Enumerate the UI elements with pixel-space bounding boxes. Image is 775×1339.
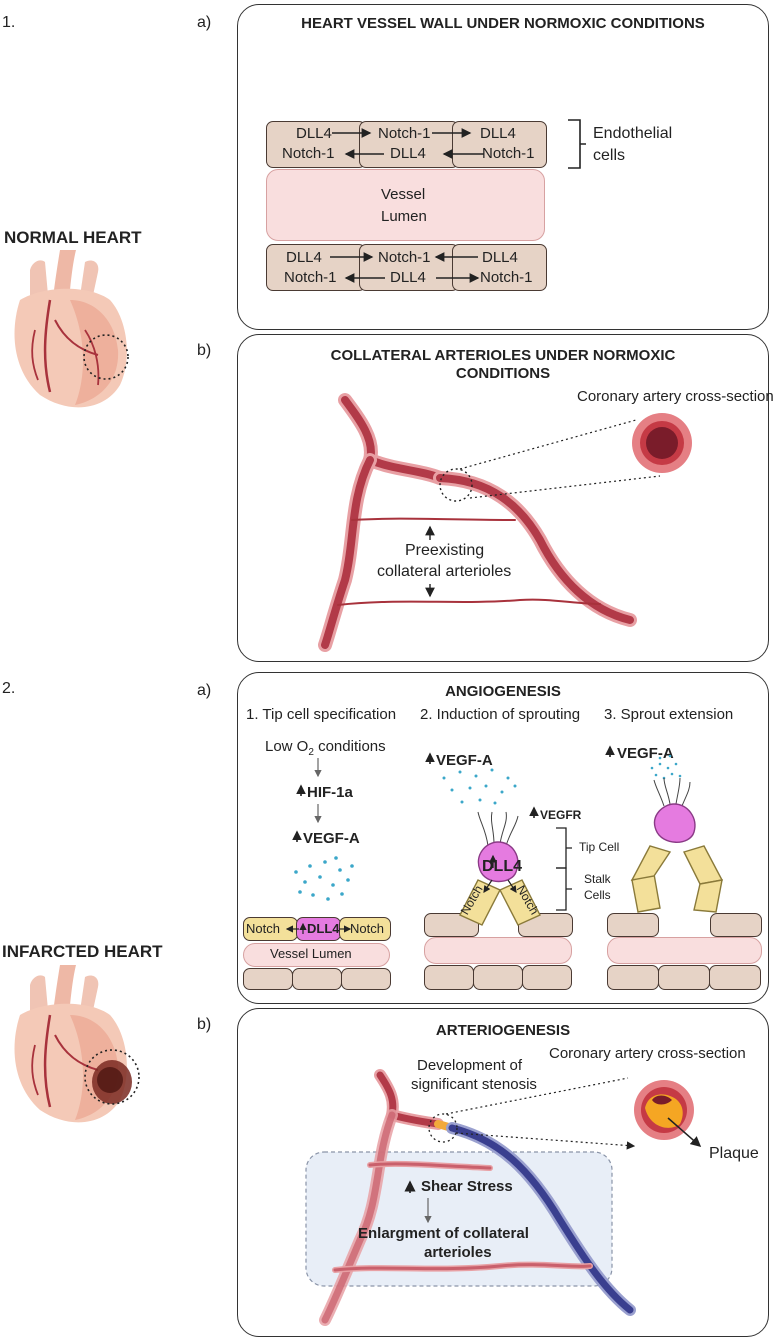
cell-step1-bottom-1 bbox=[243, 968, 293, 990]
cell-label: DLL4 bbox=[482, 249, 518, 266]
panel-vessel-wall-title: HEART VESSEL WALL UNDER NORMOXIC CONDITI… bbox=[301, 15, 705, 32]
cell-label: Notch-1 bbox=[378, 125, 431, 142]
cell-label: Notch-1 bbox=[282, 145, 335, 162]
cell-label: DLL4 bbox=[390, 145, 426, 162]
vegfa-label-step1: VEGF-A bbox=[303, 830, 360, 847]
tip-cell-label: Tip Cell bbox=[579, 840, 620, 854]
cell-step2-top-left bbox=[424, 913, 479, 937]
cell-step3-bottom-3 bbox=[709, 965, 761, 990]
vessel-lumen-label: Vessel bbox=[381, 186, 426, 203]
step-2-label: 2. Induction of sprouting bbox=[420, 706, 581, 723]
stenosis-label: Development of bbox=[417, 1057, 523, 1074]
panel-1a-letter: a) bbox=[197, 14, 212, 31]
vegfr-label: VEGFR bbox=[540, 808, 582, 822]
cross-section-plaque-label: Coronary artery cross-section bbox=[549, 1045, 746, 1062]
low-o2-label: Low O2 conditions bbox=[265, 738, 386, 758]
normal-heart-label: NORMAL HEART bbox=[4, 228, 142, 247]
vessel-lumen-small-label: Vessel Lumen bbox=[270, 946, 352, 961]
notch-label: Notch bbox=[246, 921, 280, 936]
cell-label: Notch-1 bbox=[284, 269, 337, 286]
hif-label: HIF-1a bbox=[307, 784, 353, 801]
cell-step2-bottom-2 bbox=[473, 965, 523, 990]
endothelial-cell-bottom-2 bbox=[359, 244, 459, 291]
panel-1b-letter: b) bbox=[197, 342, 212, 359]
cell-label: DLL4 bbox=[296, 125, 332, 142]
preexisting-label: Preexisting bbox=[405, 542, 485, 559]
low-o2-sub: 2 bbox=[308, 747, 314, 758]
step-1-label: 1. Tip cell specification bbox=[246, 706, 397, 723]
vegfa-label-step3: VEGF-A bbox=[617, 745, 674, 762]
stalk-cells-label: Stalk bbox=[584, 872, 611, 886]
vegfa-label-step2: VEGF-A bbox=[436, 752, 493, 769]
stenosis-label: significant stenosis bbox=[411, 1076, 537, 1093]
cross-section-label: Coronary artery cross-section bbox=[577, 388, 774, 405]
infarcted-heart-label: INFARCTED HEART bbox=[2, 942, 163, 961]
shear-stress-label: Shear Stress bbox=[421, 1178, 513, 1195]
vessel-lumen-step2 bbox=[424, 937, 572, 964]
panel-arteriogenesis-title: ARTERIOGENESIS bbox=[435, 1022, 571, 1039]
section-2-number: 2. bbox=[2, 680, 16, 697]
preexisting-label: collateral arterioles bbox=[377, 563, 512, 580]
panel-angiogenesis-title: ANGIOGENESIS bbox=[445, 683, 561, 700]
cell-step3-top-left bbox=[607, 913, 659, 937]
vessel-lumen-label: Lumen bbox=[381, 208, 427, 225]
cell-label: Notch-1 bbox=[480, 269, 533, 286]
plaque-label: Plaque bbox=[709, 1145, 759, 1162]
panel-collateral-title: COLLATERAL ARTERIOLES UNDER NORMOXIC bbox=[330, 347, 676, 364]
panel-2b-letter: b) bbox=[197, 1016, 212, 1033]
cell-step3-bottom-2 bbox=[658, 965, 710, 990]
low-o2-suffix: conditions bbox=[313, 738, 386, 755]
cell-label: DLL4 bbox=[286, 249, 322, 266]
cell-label: Notch-1 bbox=[482, 145, 535, 162]
cell-label: DLL4 bbox=[480, 125, 516, 142]
panel-collateral-title: CONDITIONS bbox=[455, 365, 551, 382]
endothelial-cell-bottom-1 bbox=[266, 244, 366, 291]
enlargement-label: arterioles bbox=[424, 1244, 492, 1261]
endothelial-cell-top-2 bbox=[359, 121, 459, 168]
cell-step2-bottom-3 bbox=[522, 965, 572, 990]
low-o2-prefix: Low O bbox=[265, 738, 309, 755]
endothelial-label: Endothelial bbox=[593, 125, 673, 142]
cell-label: DLL4 bbox=[390, 269, 426, 286]
section-1-number: 1. bbox=[2, 14, 16, 31]
panel-collateral-arterioles: COLLATERAL ARTERIOLES UNDER NORMOXIC CON… bbox=[237, 334, 769, 662]
cell-step2-top-right bbox=[518, 913, 573, 937]
normal-heart-icon bbox=[14, 250, 129, 408]
vessel-lumen bbox=[266, 169, 545, 241]
cell-step3-bottom-1 bbox=[607, 965, 659, 990]
cell-step2-bottom-1 bbox=[424, 965, 474, 990]
stalk-cells-label: Cells bbox=[584, 888, 611, 902]
dll4-label: DLL4 bbox=[307, 921, 340, 936]
cell-step1-bottom-2 bbox=[292, 968, 342, 990]
step-3-label: 3. Sprout extension bbox=[604, 706, 734, 723]
endothelial-cell-top-1 bbox=[266, 121, 366, 168]
cell-step3-top-right bbox=[710, 913, 762, 937]
dll4-tip-label: DLL4 bbox=[482, 858, 522, 875]
endothelial-cell-bottom-3 bbox=[452, 244, 547, 291]
notch-label: Notch bbox=[350, 921, 384, 936]
infarcted-heart-icon bbox=[14, 965, 140, 1123]
endothelial-label: cells bbox=[593, 147, 626, 164]
vessel-lumen-step3 bbox=[607, 937, 762, 964]
enlargement-label: Enlargment of collateral bbox=[358, 1225, 529, 1242]
vessel-lumen-small bbox=[243, 943, 390, 967]
cell-step1-bottom-3 bbox=[341, 968, 391, 990]
panel-2a-letter: a) bbox=[197, 682, 212, 699]
cell-label: Notch-1 bbox=[378, 249, 431, 266]
